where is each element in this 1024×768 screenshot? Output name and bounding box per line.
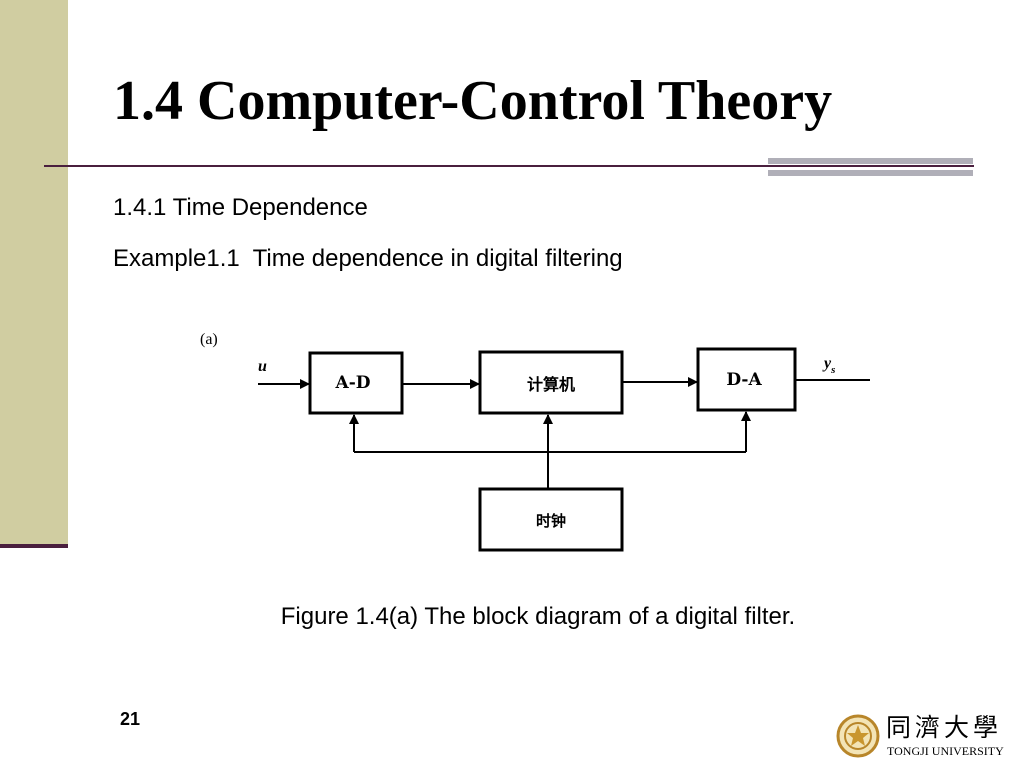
clock-block [478,487,624,552]
university-seal-icon [836,714,880,758]
da-block [696,347,797,412]
clock-block-label: 时钟 [536,512,566,530]
computer-block [478,350,624,415]
title-divider-gray-bands [768,158,973,178]
figure-caption: Figure 1.4(a) The block diagram of a dig… [280,603,796,630]
university-logo: 同濟大學 TONGJI UNIVERSITY [836,714,1014,764]
slide-title: 1.4 Computer-Control Theory [113,70,833,132]
gray-band-top [768,158,973,164]
side-accent-bar [0,0,68,546]
computer-to-da-arrowhead [688,377,698,387]
section-heading: 1.4.1 Time Dependence [113,194,368,221]
ad-to-computer-arrowhead [470,379,480,389]
logo-english-name: TONGJI UNIVERSITY [887,744,1004,758]
page-number: 21 [120,709,141,729]
computer-block-label: 计算机 [527,375,575,394]
ad-block [308,351,404,415]
clock-to-computer-arrowhead [543,414,553,424]
side-accent-rule [0,544,68,548]
output-label: ys [822,355,835,376]
output-label-subscript: s [830,364,835,376]
input-label: u [258,358,267,375]
clock-to-ad-arrowhead [349,414,359,424]
title-divider [44,165,974,167]
logo-chinese-name: 同濟大學 [886,713,1003,742]
clock-to-da-arrowhead [741,411,751,421]
panel-label: (a) [200,331,218,348]
example-heading: Example1.1 Time dependence in digital fi… [113,245,623,272]
block-diagram: (a) u ys A-D 计算机 D-A 时钟 [200,331,870,552]
ad-block-label: A-D [335,373,371,393]
gray-band-bottom [768,170,973,176]
input-arrowhead [300,379,310,389]
output-label-main: y [822,355,832,372]
da-block-label: D-A [726,370,762,390]
